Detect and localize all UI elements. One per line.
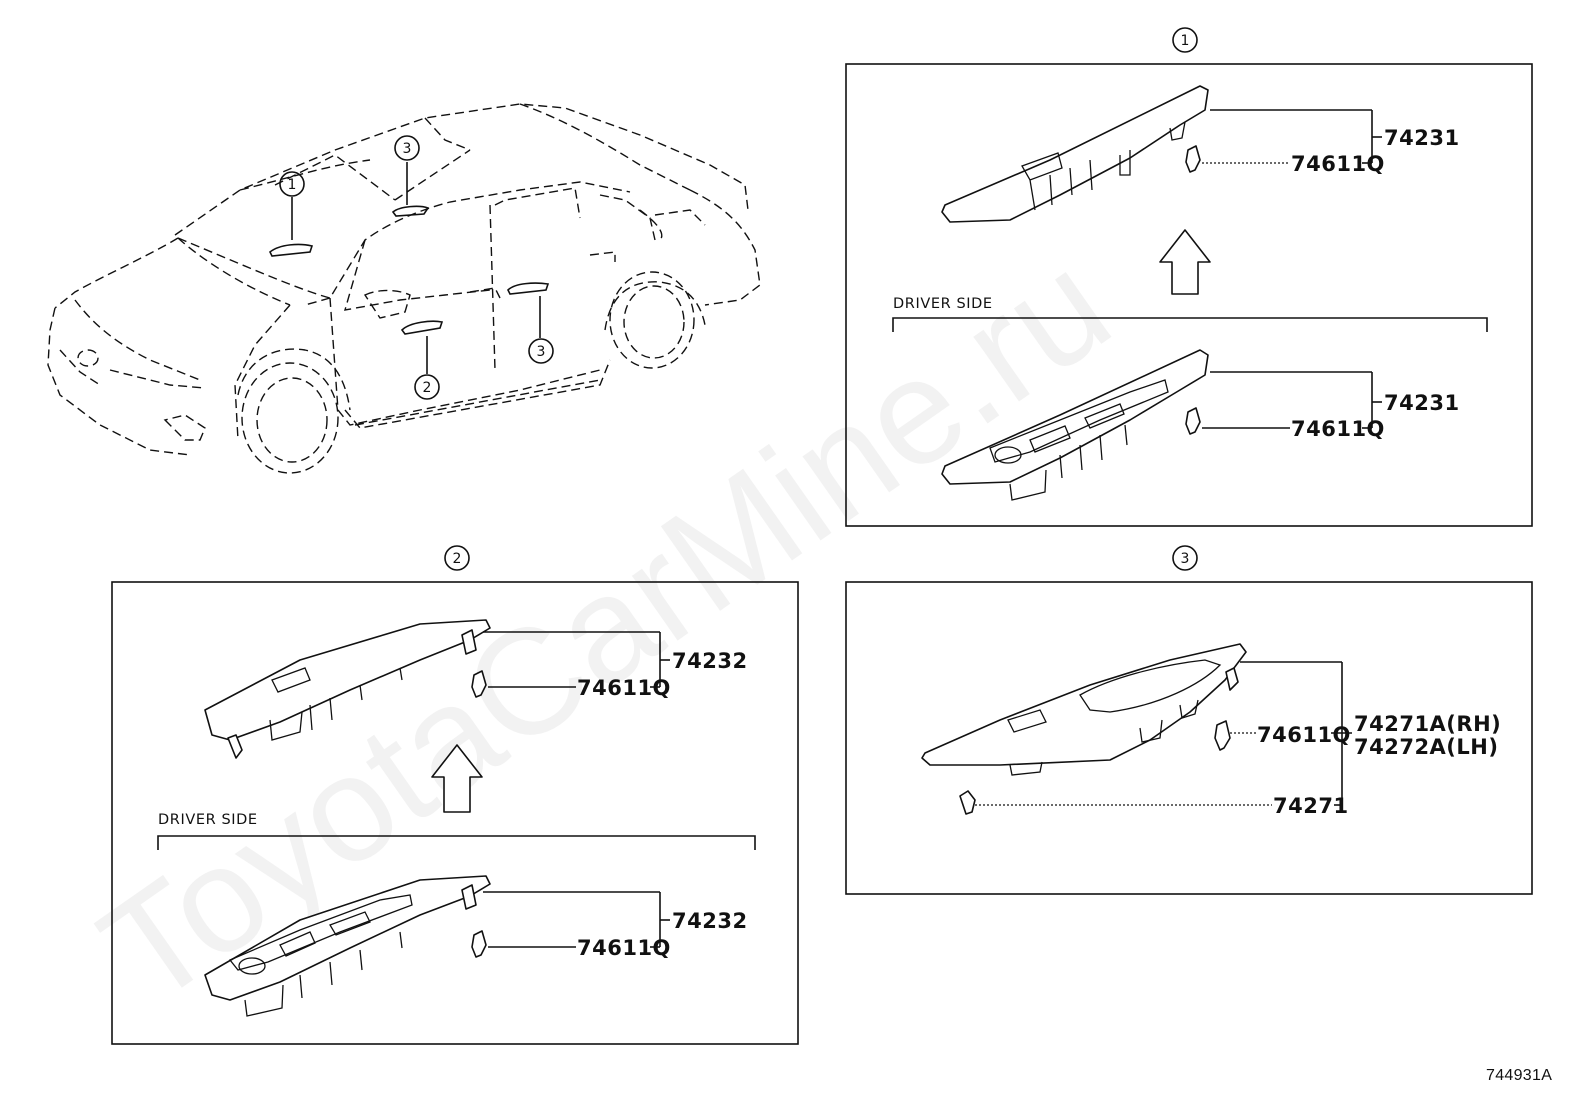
car-callout-3: 3: [403, 141, 412, 157]
section-1-driver-side-label: DRIVER SIDE: [893, 296, 993, 312]
section-2-upper-panel: [204, 619, 491, 759]
watermark: ToyotaCarMine.ru: [72, 220, 1138, 1037]
section-2-arrow-up-icon: [431, 744, 483, 813]
section-2-frame: [111, 581, 799, 1045]
section-2-upper-assembly-part: 74232: [672, 649, 748, 673]
section-2-lower-panel: [204, 875, 491, 1017]
section-1-frame: [845, 63, 1533, 527]
section-3-assembly-rh: 74271A(RH): [1354, 712, 1501, 736]
car-illustration: 1 3 2 3: [47, 103, 761, 474]
section-2: 2 74232 74611Q DRIVER SIDE: [111, 545, 799, 1045]
section-3-panel: [921, 643, 1247, 815]
section-1-upper-panel: [941, 85, 1209, 223]
car-callout-3b: 3: [537, 344, 546, 360]
section-1-lower-clip-part: 74611Q: [1291, 417, 1385, 441]
section-3-clip-part: 74611Q: [1257, 723, 1351, 747]
section-2-driver-side-label: DRIVER SIDE: [158, 812, 258, 828]
section-2-upper-clip-part: 74611Q: [577, 676, 671, 700]
section-3-badge: 3: [1181, 551, 1190, 567]
section-1-lower-panel: [941, 349, 1209, 501]
diagram-id: 744931A: [1486, 1067, 1552, 1084]
section-1: 1 74231 74611Q DRIVER SIDE: [845, 27, 1533, 527]
section-2-lower-assembly-part: 74232: [672, 909, 748, 933]
section-1-lower-assembly-part: 74231: [1384, 391, 1460, 415]
section-3-screw-part: 74271: [1273, 794, 1349, 818]
section-1-badge: 1: [1181, 33, 1190, 49]
section-3: 3 74611Q 74271A(RH) 74272A(LH) 74271: [845, 545, 1533, 895]
section-1-arrow-up-icon: [1159, 229, 1211, 295]
section-1-upper-assembly-part: 74231: [1384, 126, 1460, 150]
section-3-assembly-lh: 74272A(LH): [1354, 735, 1498, 759]
section-2-badge: 2: [453, 551, 462, 567]
car-callout-1: 1: [288, 177, 297, 193]
section-2-lower-clip-part: 74611Q: [577, 936, 671, 960]
section-1-upper-clip-part: 74611Q: [1291, 152, 1385, 176]
car-callout-2: 2: [423, 380, 432, 396]
section-3-frame: [845, 581, 1533, 895]
